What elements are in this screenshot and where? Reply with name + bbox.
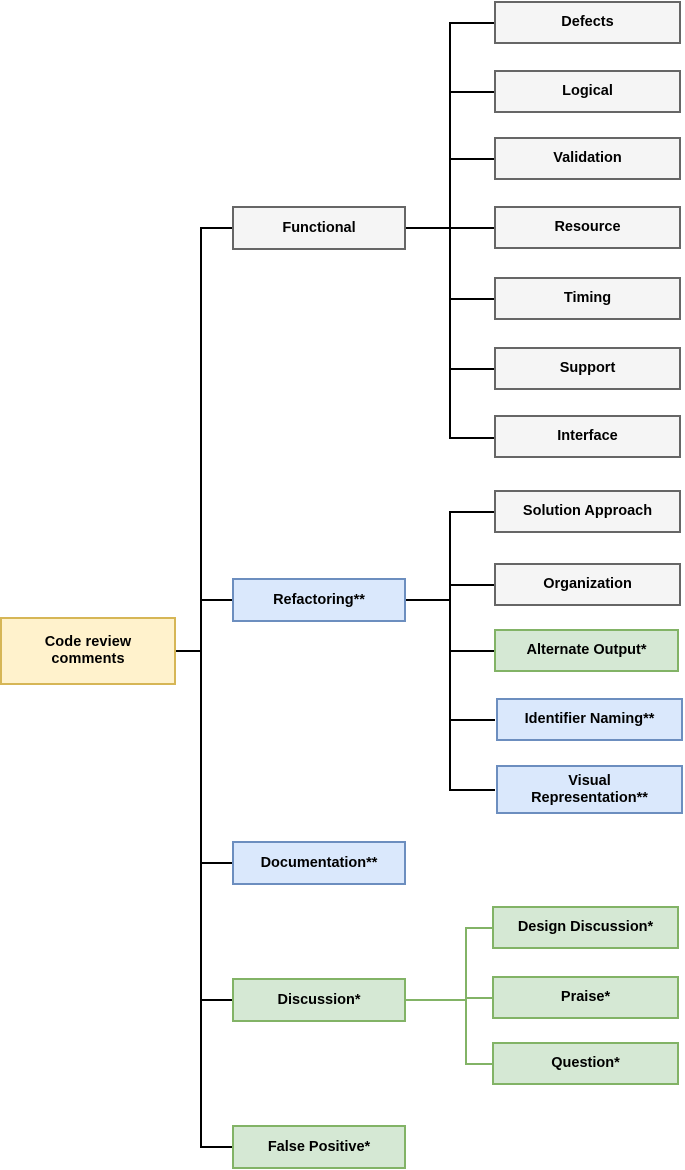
node-interface[interactable]: Interface — [494, 415, 681, 458]
edge-discussion-child-2 — [465, 997, 494, 999]
edge-root-stub — [175, 650, 202, 652]
edge-discussion-spine — [465, 927, 467, 1064]
node-alternate-output[interactable]: Alternate Output* — [494, 629, 679, 672]
node-root-code-review-comments[interactable]: Code review comments — [0, 617, 176, 685]
edge-refactoring-child-3 — [449, 650, 495, 652]
edge-functional-child-5 — [449, 298, 495, 300]
edge-functional-out — [405, 227, 451, 229]
edge-functional-child-3 — [449, 158, 495, 160]
node-question[interactable]: Question* — [492, 1042, 679, 1085]
edge-refactoring-out — [405, 599, 451, 601]
node-solution-approach[interactable]: Solution Approach — [494, 490, 681, 533]
node-functional[interactable]: Functional — [232, 206, 406, 250]
node-defects-label: Defects — [561, 14, 614, 31]
node-validation[interactable]: Validation — [494, 137, 681, 180]
edge-refactoring-child-1 — [449, 511, 495, 513]
edge-functional-child-1 — [449, 22, 495, 24]
node-support-label: Support — [559, 360, 616, 377]
node-resource-label: Resource — [554, 219, 621, 236]
node-praise-label: Praise* — [560, 989, 611, 1006]
node-functional-label: Functional — [282, 219, 356, 236]
node-discussion[interactable]: Discussion* — [232, 978, 406, 1022]
node-alternate-output-label: Alternate Output* — [526, 642, 647, 659]
edge-functional-child-7 — [449, 437, 495, 439]
edge-discussion-out — [405, 999, 467, 1001]
node-documentation-label: Documentation** — [260, 854, 378, 871]
node-logical[interactable]: Logical — [494, 70, 681, 113]
edge-root-to-refactoring — [200, 599, 233, 601]
node-timing-label: Timing — [563, 290, 612, 307]
node-logical-label: Logical — [562, 83, 613, 100]
edge-refactoring-child-5 — [449, 789, 495, 791]
edge-discussion-child-1 — [465, 927, 494, 929]
node-solution-approach-label: Solution Approach — [522, 503, 653, 520]
node-organization[interactable]: Organization — [494, 563, 681, 606]
node-false-positive[interactable]: False Positive* — [232, 1125, 406, 1169]
edge-functional-child-6 — [449, 368, 495, 370]
node-resource[interactable]: Resource — [494, 206, 681, 249]
node-interface-label: Interface — [557, 428, 618, 445]
edge-functional-child-2 — [449, 91, 495, 93]
node-praise[interactable]: Praise* — [492, 976, 679, 1019]
node-design-discussion[interactable]: Design Discussion* — [492, 906, 679, 949]
node-root-label: Code review comments — [44, 634, 132, 667]
node-visual-representation-label: Visual Representation** — [531, 772, 648, 806]
edge-refactoring-child-2 — [449, 584, 495, 586]
node-timing[interactable]: Timing — [494, 277, 681, 320]
node-refactoring-label: Refactoring** — [273, 591, 365, 608]
node-defects[interactable]: Defects — [494, 1, 681, 44]
edge-root-spine — [200, 227, 202, 1148]
edge-root-to-documentation — [200, 862, 233, 864]
edge-root-to-discussion — [200, 999, 233, 1001]
edge-root-to-functional — [200, 227, 233, 229]
node-question-label: Question* — [551, 1055, 620, 1072]
node-documentation[interactable]: Documentation** — [232, 841, 406, 885]
node-organization-label: Organization — [543, 576, 632, 593]
node-validation-label: Validation — [553, 150, 622, 167]
edge-discussion-child-3 — [465, 1063, 494, 1065]
node-design-discussion-label: Design Discussion* — [517, 919, 654, 936]
edge-functional-spine — [449, 22, 451, 437]
node-identifier-naming[interactable]: Identifier Naming** — [496, 698, 683, 741]
node-refactoring[interactable]: Refactoring** — [232, 578, 406, 622]
node-visual-representation[interactable]: Visual Representation** — [496, 765, 683, 814]
node-discussion-label: Discussion* — [277, 991, 361, 1008]
edge-functional-child-4 — [449, 227, 495, 229]
node-false-positive-label: False Positive* — [267, 1138, 371, 1155]
edge-root-to-false-positive — [200, 1146, 233, 1148]
node-identifier-naming-label: Identifier Naming** — [524, 711, 655, 728]
edge-refactoring-child-4 — [449, 719, 495, 721]
node-support[interactable]: Support — [494, 347, 681, 390]
